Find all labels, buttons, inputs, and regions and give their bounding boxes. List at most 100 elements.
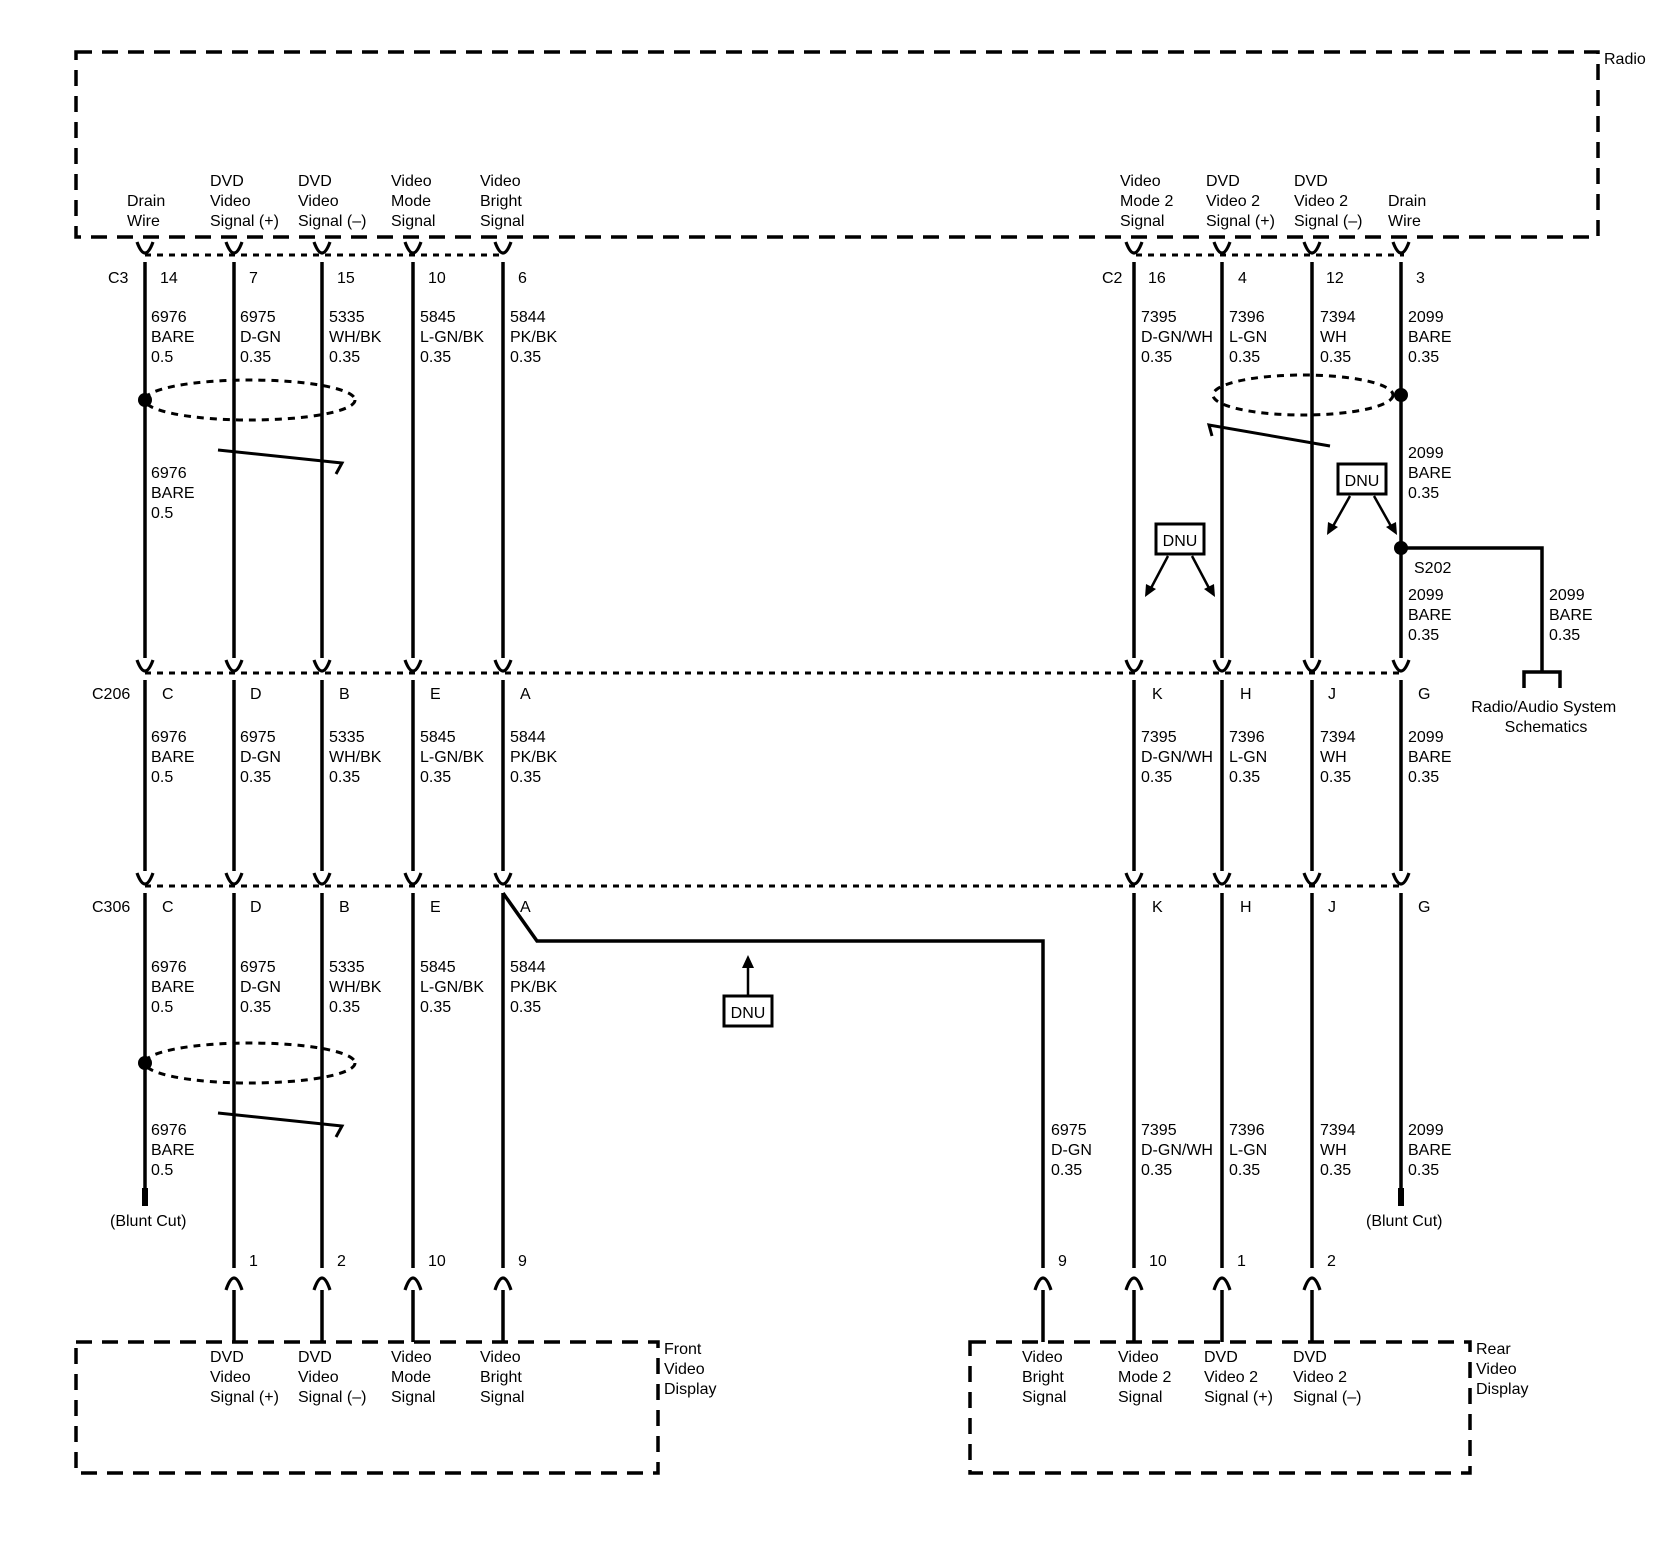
pin-rear-10 — [1124, 1276, 1144, 1291]
svg-text:7: 7 — [249, 270, 258, 287]
svg-text:2: 2 — [1327, 1253, 1336, 1270]
pin-rear-9 — [1033, 1276, 1053, 1291]
pin-c306-b — [312, 872, 332, 886]
splices-and-shields — [138, 373, 1408, 1138]
connector-names: C3 C2 C206 C306 S202 — [92, 270, 1451, 916]
radio-pin-label-drain-left: Drain Wire — [127, 193, 170, 230]
pin-c306-g — [1391, 872, 1411, 886]
rear-display-label: Rear Video Display — [1476, 1341, 1528, 1398]
radio-pin-label-dvd-video-2-neg: DVD Video 2 Signal (–) — [1294, 173, 1362, 230]
svg-text:H: H — [1240, 899, 1252, 916]
svg-text:J: J — [1328, 686, 1336, 703]
wires — [142, 262, 1562, 1342]
svg-text:10: 10 — [1149, 1253, 1167, 1270]
dnu-label-c2-left: DNU — [1163, 533, 1198, 550]
radio-component: Radio — [74, 50, 1646, 239]
pin-front-2 — [312, 1276, 332, 1291]
radio-label: Radio — [1604, 51, 1646, 68]
svg-text:3: 3 — [1416, 270, 1425, 287]
wire-6975-rear-branch — [501, 891, 1045, 1268]
svg-text:1: 1 — [1237, 1253, 1246, 1270]
radio-pin-label-video-mode: Video Mode Signal — [391, 173, 436, 230]
svg-text:H: H — [1240, 686, 1252, 703]
svg-text:D: D — [250, 686, 262, 703]
svg-text:E: E — [430, 686, 441, 703]
dnu-label-middle: DNU — [731, 1005, 766, 1022]
blunt-cut-left-label: (Blunt Cut) — [110, 1213, 186, 1230]
blunt-cut-right-mark — [1398, 1188, 1404, 1206]
pin-c206-k — [1124, 659, 1144, 673]
pin-c3-14 — [135, 241, 155, 255]
twist-upper-left — [217, 448, 345, 475]
svg-text:9: 9 — [1058, 1253, 1067, 1270]
pin-c2-16 — [1124, 241, 1144, 255]
svg-text:J: J — [1328, 899, 1336, 916]
pin-c3-15 — [312, 241, 332, 255]
rear-video-display-component: Rear Video Display — [968, 1340, 1528, 1475]
svg-text:G: G — [1418, 686, 1430, 703]
pin-c206-g — [1391, 659, 1411, 673]
svg-text:B: B — [339, 899, 350, 916]
connector-c206-label: C206 — [92, 686, 130, 703]
svg-text:16: 16 — [1148, 270, 1166, 287]
pin-c306-a — [493, 872, 513, 886]
pin-c306-c — [135, 872, 155, 886]
shield-upper-right — [1211, 373, 1395, 417]
pin-c306-k — [1124, 872, 1144, 886]
svg-text:G: G — [1418, 899, 1430, 916]
svg-text:K: K — [1152, 899, 1163, 916]
wire-2099-s202-branch — [1401, 546, 1544, 672]
radio-audio-ref-label: Radio/Audio System Schematics — [1471, 699, 1620, 736]
svg-text:C: C — [162, 686, 174, 703]
pin-c2-3 — [1391, 241, 1411, 255]
ref-arrow-symbol — [1522, 670, 1562, 688]
radio-pin-labels: Drain Wire DVD Video Signal (+) DVD Vide… — [127, 173, 1426, 230]
pin-front-1 — [224, 1276, 244, 1291]
pin-c306-j — [1302, 872, 1322, 886]
splice-s202-label: S202 — [1414, 560, 1451, 577]
drain-splice-upper-right — [1394, 388, 1408, 402]
pin-c306-d — [224, 872, 244, 886]
connector-c2-label: C2 — [1102, 270, 1123, 287]
twist-upper-right — [1206, 423, 1331, 448]
pin-c306-h — [1212, 872, 1232, 886]
svg-text:A: A — [520, 686, 531, 703]
pin-rear-2 — [1302, 1276, 1322, 1291]
radio-pin-label-video-bright: Video Bright Signal — [480, 173, 526, 230]
svg-text:10: 10 — [428, 1253, 446, 1270]
blunt-cut-left-mark — [142, 1188, 148, 1206]
connector-link-lines — [145, 253, 1404, 888]
svg-text:12: 12 — [1326, 270, 1344, 287]
pin-c3-6 — [493, 241, 513, 255]
pin-c206-b — [312, 659, 332, 673]
